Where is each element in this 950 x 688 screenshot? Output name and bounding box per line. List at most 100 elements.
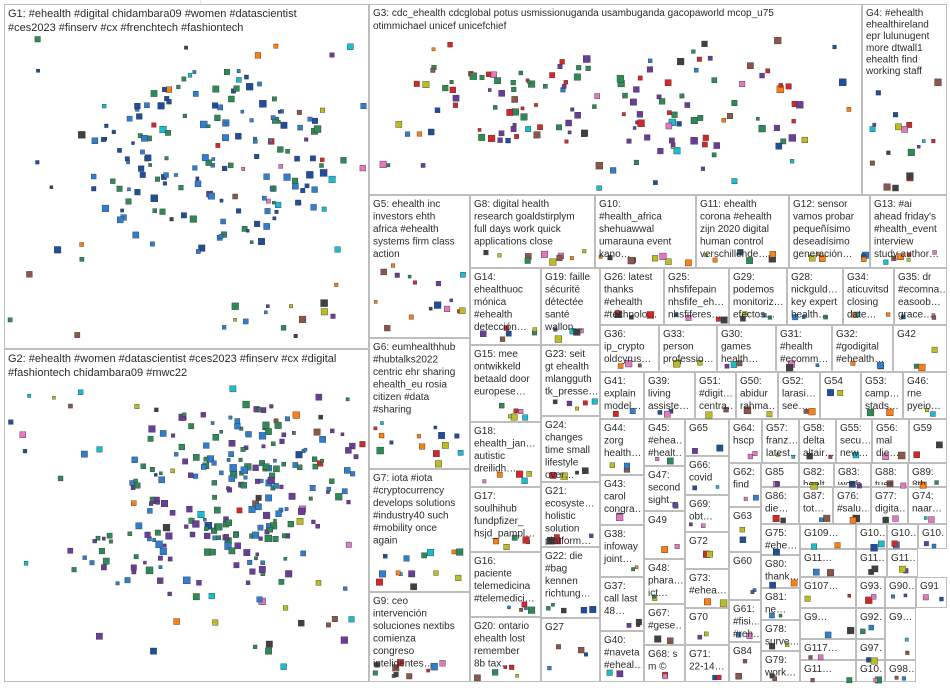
network-node (567, 401, 572, 406)
network-node (298, 620, 304, 626)
group-label-line: G18: (474, 426, 496, 437)
network-node (253, 465, 259, 471)
network-node (691, 117, 698, 124)
network-node (838, 390, 843, 395)
network-node (125, 578, 130, 583)
network-node (285, 571, 292, 578)
network-node (308, 117, 312, 121)
group-label-line: action (373, 249, 400, 260)
network-node (297, 465, 302, 470)
network-node (508, 415, 511, 418)
network-node (313, 464, 318, 469)
network-node (237, 508, 242, 513)
network-node (408, 275, 411, 278)
network-node (161, 500, 168, 507)
group-label-line: congra… (604, 504, 645, 515)
group-label-g84: G84 (733, 646, 752, 657)
network-node (296, 451, 303, 458)
network-node (930, 412, 935, 417)
network-node (268, 527, 273, 532)
network-node (932, 544, 936, 548)
network-node (704, 599, 710, 605)
network-node (744, 497, 748, 501)
network-node (537, 125, 542, 130)
group-label-line: G2: #ehealth #women #datascientist #ces2… (8, 353, 336, 365)
network-node (491, 72, 497, 78)
group-label-line: G44: (604, 423, 626, 434)
network-node (551, 603, 554, 606)
group-label-line: G10… (860, 528, 889, 539)
network-node (789, 135, 796, 142)
network-node (431, 68, 435, 72)
network-node (902, 126, 908, 132)
network-node (282, 534, 286, 538)
network-node (241, 447, 245, 451)
network-node (583, 56, 590, 63)
network-node (459, 308, 465, 314)
network-node (929, 517, 935, 523)
network-node (354, 455, 358, 459)
network-node (516, 471, 523, 478)
network-node (170, 217, 174, 221)
network-node (895, 676, 898, 679)
network-node (102, 104, 106, 108)
network-node (220, 430, 223, 433)
network-node (435, 461, 442, 468)
network-node (246, 83, 253, 90)
network-node (272, 97, 276, 101)
network-node (320, 169, 327, 176)
network-node (417, 132, 422, 137)
network-node (265, 648, 271, 654)
network-node (394, 672, 399, 677)
network-node (263, 422, 270, 429)
group-label-line: G57: (766, 423, 788, 434)
group-label-line: #reh… (733, 629, 763, 640)
network-node (266, 305, 269, 308)
group-label-line: europese… (474, 387, 526, 398)
network-node (436, 281, 441, 286)
group-label-line: mónica (474, 297, 507, 308)
group-label-line: digita… (875, 504, 909, 515)
network-node (932, 139, 936, 143)
network-node (293, 412, 300, 419)
network-node (268, 477, 275, 484)
group-label-g9x-b: G9… (889, 612, 912, 623)
network-node (140, 150, 144, 154)
network-node (270, 405, 274, 409)
network-node (341, 433, 344, 436)
network-node (341, 157, 347, 163)
network-node (174, 173, 177, 176)
network-node (432, 48, 435, 51)
network-node (141, 464, 146, 469)
network-node (825, 632, 831, 638)
network-node (200, 121, 207, 128)
group-label-line: working staff (865, 66, 922, 77)
network-node (809, 656, 813, 660)
network-node (871, 544, 878, 551)
network-node (521, 114, 528, 121)
group-label-line: franz… (766, 436, 798, 447)
group-label-line: ne… (765, 605, 786, 616)
network-node (134, 555, 138, 559)
network-node (527, 471, 532, 476)
network-node (940, 597, 944, 601)
network-node (83, 556, 87, 560)
group-label-line: G15: mee (474, 349, 518, 360)
network-node (215, 524, 222, 531)
network-node (499, 403, 504, 408)
network-node (150, 497, 154, 501)
network-node (627, 623, 631, 627)
network-node (196, 249, 200, 253)
network-node (774, 37, 781, 44)
network-node (23, 449, 27, 453)
group-label-line: G73: (689, 573, 711, 584)
network-node (407, 674, 413, 680)
network-node (519, 409, 524, 414)
network-node (630, 99, 636, 105)
network-node (270, 187, 273, 190)
network-node (298, 508, 305, 515)
group-label-line: G84 (733, 646, 752, 657)
group-label-line: secu… (840, 436, 871, 447)
group-label-line: G37: (604, 581, 626, 592)
network-node (434, 426, 437, 429)
